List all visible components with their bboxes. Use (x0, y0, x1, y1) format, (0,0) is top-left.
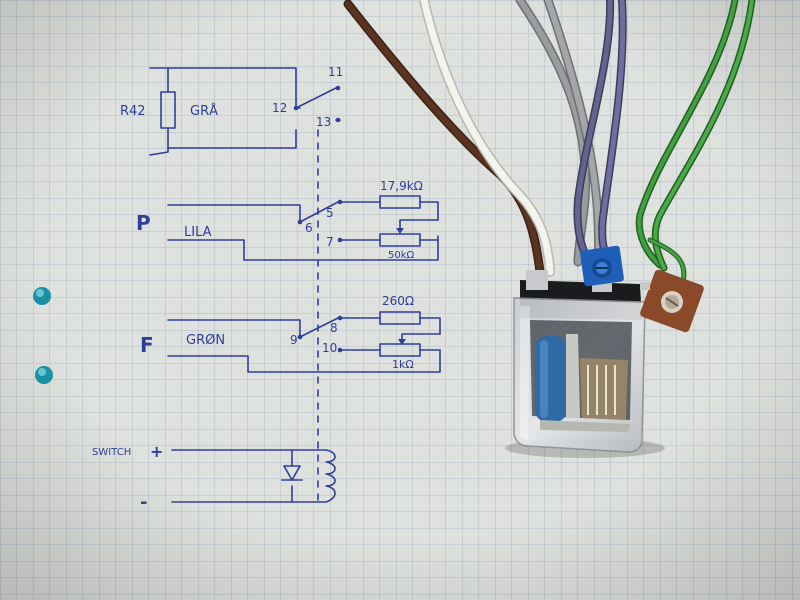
resistor-260-label: 260Ω (382, 294, 414, 308)
pin-5-label: 5 (326, 206, 334, 220)
plus-label: + (150, 442, 163, 461)
pin-12-label: 12 (272, 101, 287, 115)
pin-7-label: 7 (326, 235, 334, 249)
r42-label: R42 (120, 104, 146, 119)
capacitor (535, 336, 567, 422)
pin-10-label: 10 (322, 341, 337, 355)
pin-8-label: 8 (330, 321, 338, 335)
gron-wire-label: GRØN (186, 333, 225, 348)
relay-module (505, 245, 704, 458)
p-section-letter: P (136, 211, 151, 235)
pin-13-label: 13 (316, 115, 331, 129)
pin-9-label: 9 (290, 333, 298, 347)
brown-trimmer-potentiometer (640, 269, 704, 333)
wire-bundle (343, 0, 756, 288)
pin-6-label: 6 (305, 221, 313, 235)
resistor-17k9-label: 17,9kΩ (380, 179, 423, 193)
minus-label: - (140, 492, 147, 513)
switch-label: SWITCH (92, 447, 131, 458)
pot-50k-label: 50kΩ (388, 250, 415, 261)
pot-1k-label: 1kΩ (392, 358, 414, 371)
pin-11-label: 11 (328, 65, 343, 79)
lila-wire-label: LILA (184, 225, 212, 240)
f-section-letter: F (140, 333, 154, 357)
hand-drawn-schematic: R42 GRÅ 12 11 13 P LILA 6 5 7 17,9kΩ 50k… (92, 65, 441, 513)
blue-trimmer-potentiometer (580, 245, 624, 287)
gra-wire-label: GRÅ (190, 103, 218, 119)
